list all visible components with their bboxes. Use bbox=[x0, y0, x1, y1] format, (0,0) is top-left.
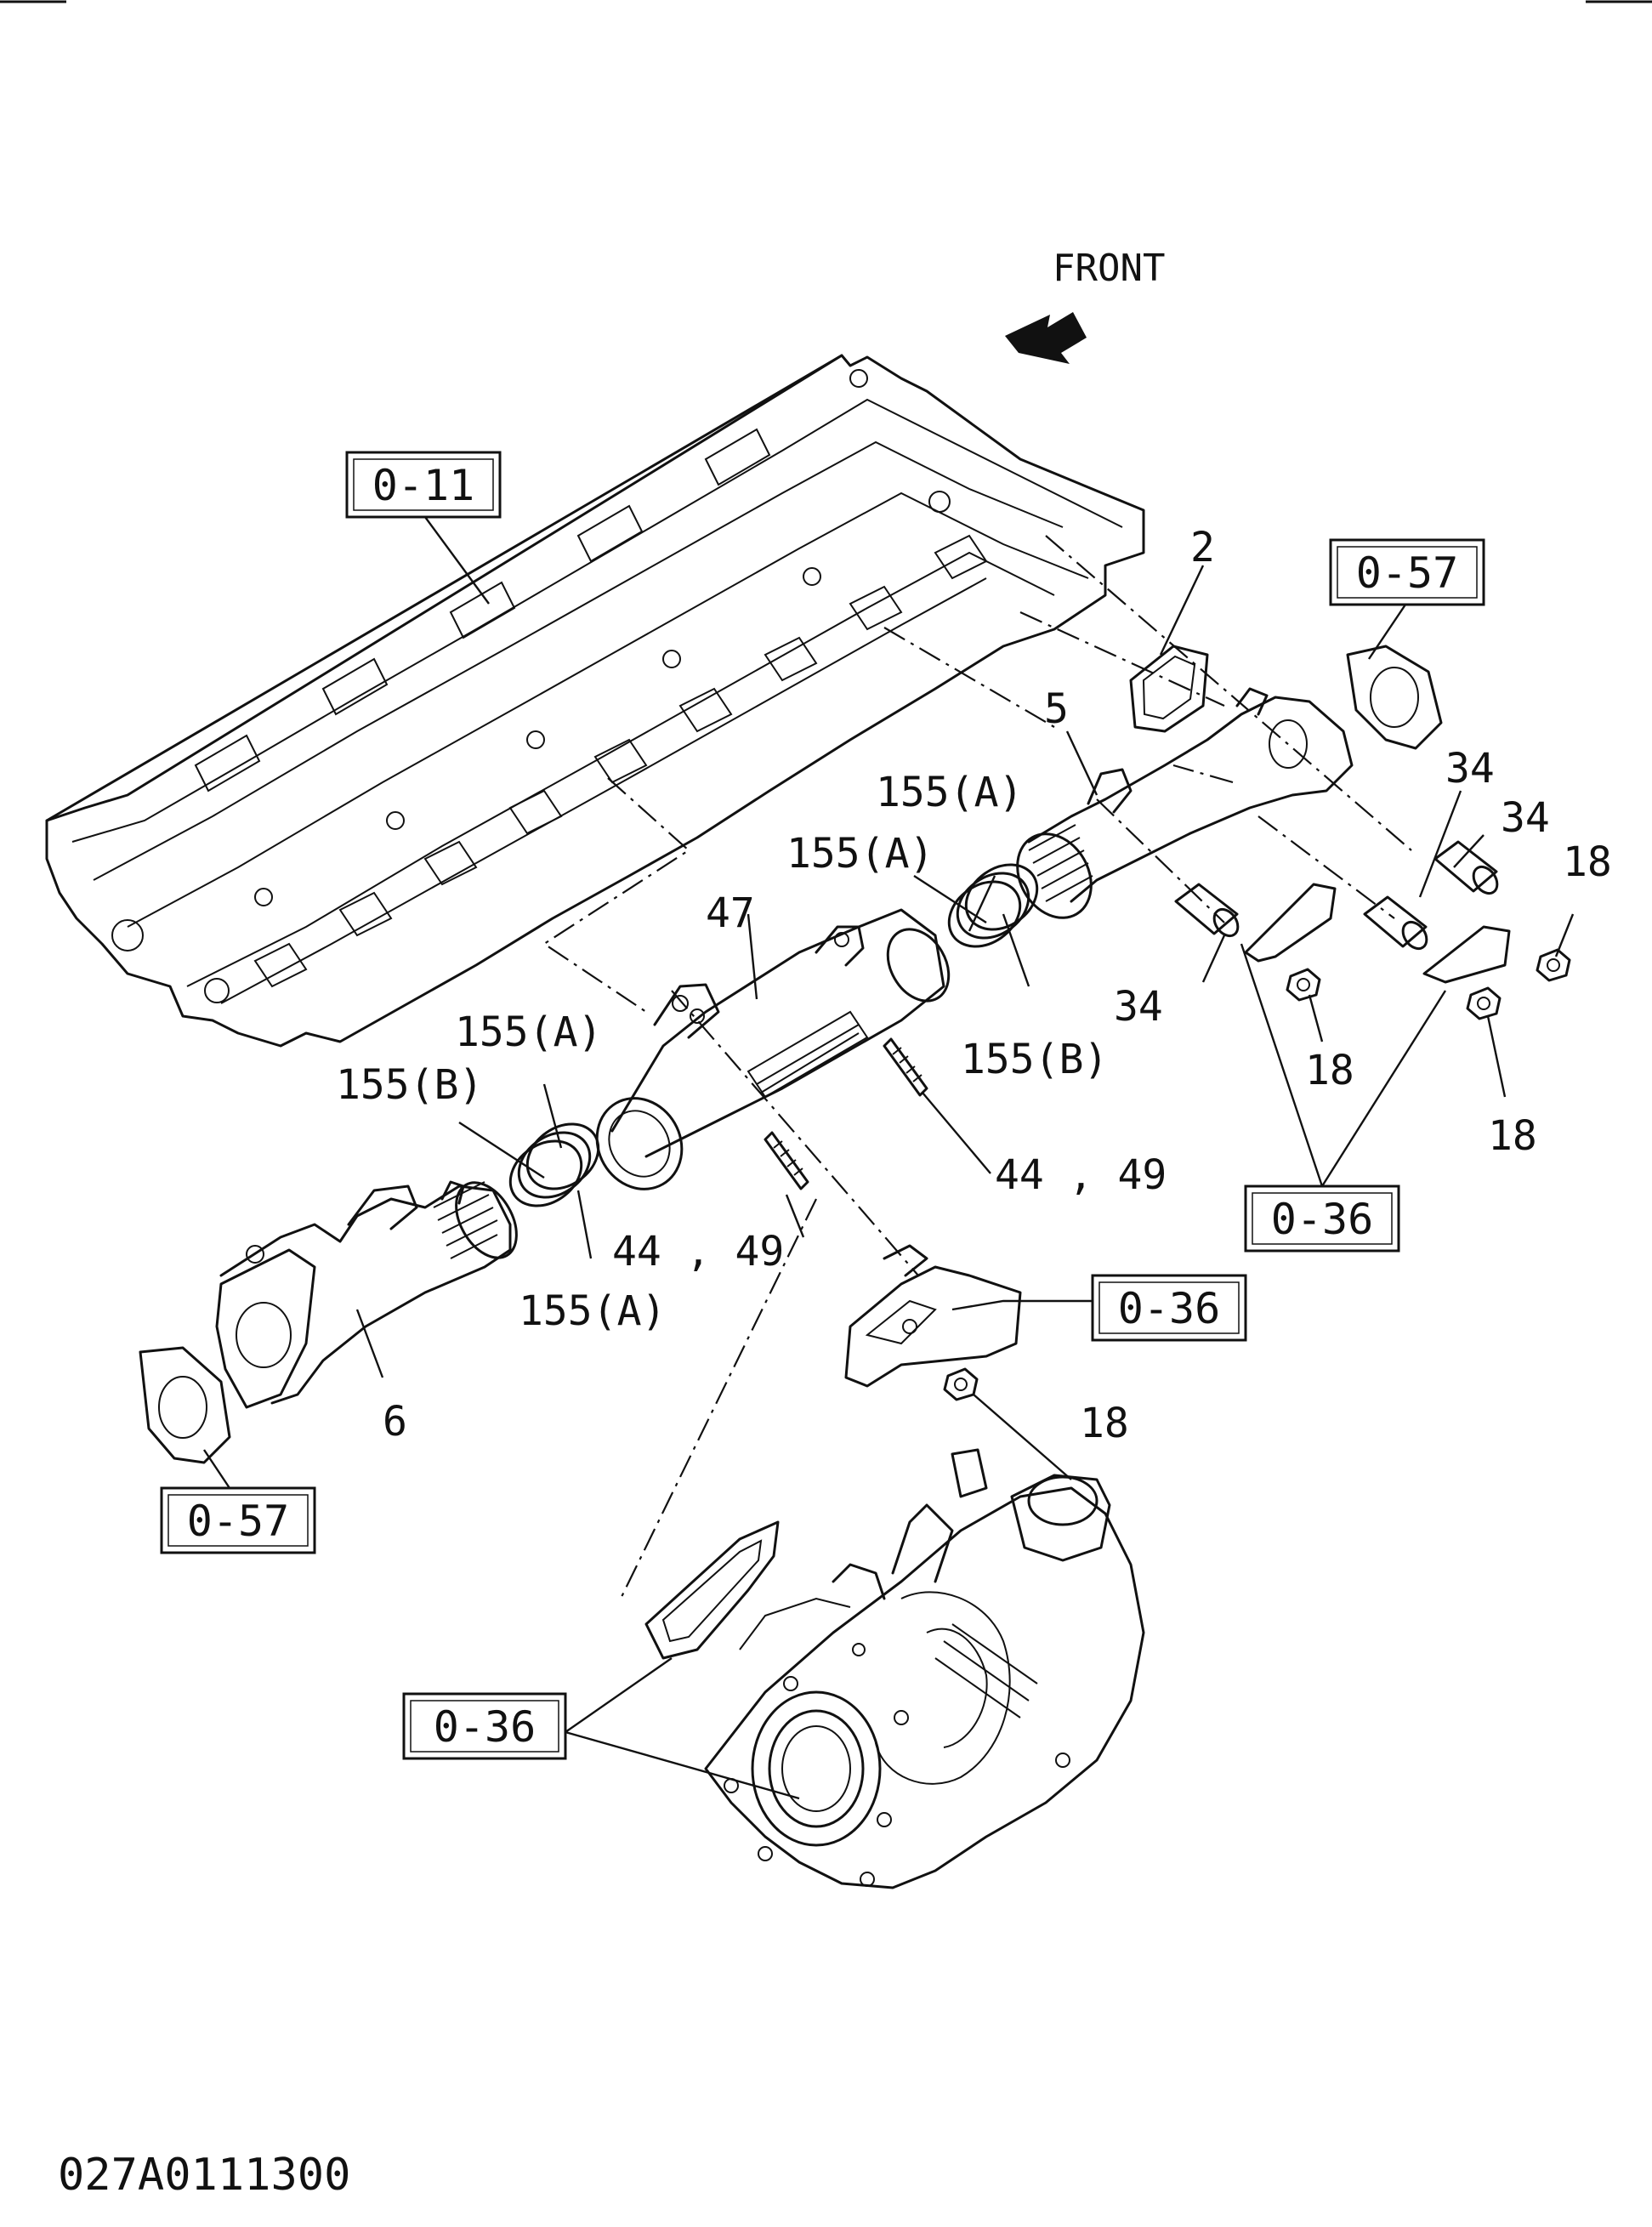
turbocharger bbox=[704, 1448, 1145, 1889]
callout-34-c: 34 bbox=[1114, 983, 1163, 1031]
alignment-lines bbox=[542, 535, 1412, 1599]
callout-34-a: 34 bbox=[1445, 745, 1495, 793]
svg-text:0-11: 0-11 bbox=[372, 461, 474, 510]
sleeve-34-c bbox=[1433, 840, 1499, 895]
ref-box-0-36-mid: 0-36 bbox=[1091, 1274, 1247, 1342]
callout-5: 5 bbox=[1044, 685, 1069, 733]
leader-lines bbox=[203, 516, 1575, 1800]
svg-text:0-36: 0-36 bbox=[1118, 1284, 1220, 1333]
callout-18-c: 18 bbox=[1488, 1112, 1537, 1160]
svg-text:0-36: 0-36 bbox=[1271, 1195, 1373, 1244]
bracket-right-a bbox=[1244, 883, 1337, 963]
callout-155a-2: 155(A) bbox=[786, 830, 934, 878]
drawing-number: 027A0111300 bbox=[58, 2150, 350, 2201]
ref-box-0-36-bottom: 0-36 bbox=[402, 1692, 567, 1760]
callout-44-49-b: 44 , 49 bbox=[612, 1228, 784, 1275]
callout-18-a: 18 bbox=[1563, 838, 1612, 886]
nut-18-b bbox=[1466, 986, 1502, 1020]
nut-18-c bbox=[1536, 948, 1571, 982]
svg-text:0-57: 0-57 bbox=[1356, 548, 1458, 598]
callout-44-49-a: 44 , 49 bbox=[995, 1151, 1167, 1199]
callout-18-b: 18 bbox=[1305, 1047, 1354, 1094]
callout-34-b: 34 bbox=[1501, 794, 1550, 842]
ref-box-0-57-bottom: 0-57 bbox=[160, 1486, 316, 1554]
svg-text:0-57: 0-57 bbox=[187, 1497, 289, 1546]
callout-155a-4: 155(A) bbox=[519, 1287, 666, 1335]
flange-gasket-bottom bbox=[139, 1346, 231, 1464]
callout-6: 6 bbox=[383, 1398, 407, 1446]
callout-47: 47 bbox=[706, 889, 755, 937]
callout-155a-3: 155(A) bbox=[455, 1008, 602, 1056]
sleeve-34-b bbox=[1363, 895, 1428, 951]
svg-text:0-36: 0-36 bbox=[434, 1702, 536, 1752]
callout-2: 2 bbox=[1190, 524, 1215, 571]
sleeve-34-a bbox=[1174, 883, 1240, 938]
callout-18-d: 18 bbox=[1080, 1400, 1129, 1447]
turbo-gasket bbox=[644, 1520, 780, 1660]
seal-rings-lower bbox=[508, 1122, 600, 1207]
nut-18-d bbox=[943, 1367, 979, 1401]
ref-box-0-57-top: 0-57 bbox=[1329, 538, 1485, 606]
callout-155a-1: 155(A) bbox=[876, 769, 1023, 816]
nut-18-a bbox=[1286, 968, 1321, 1002]
exhaust-pipe-6 bbox=[215, 1180, 518, 1409]
stud-44-49-b bbox=[764, 1131, 809, 1190]
exhaust-pipe-5 bbox=[1016, 687, 1354, 919]
front-label: FRONT bbox=[1053, 247, 1165, 290]
bracket-right-b bbox=[1422, 925, 1511, 984]
gasket-2 bbox=[1129, 645, 1209, 733]
ref-box-0-11: 0-11 bbox=[345, 451, 502, 519]
callout-155b-1: 155(B) bbox=[961, 1036, 1108, 1083]
bracket-middle bbox=[844, 1244, 1022, 1388]
callout-labels: 2 5 6 47 34 34 34 18 18 18 18 155(A) 155… bbox=[336, 524, 1612, 1447]
center-pipe-47 bbox=[595, 908, 951, 1190]
ref-box-0-36-right: 0-36 bbox=[1244, 1185, 1400, 1253]
stud-44-49-a bbox=[883, 1037, 928, 1097]
seal-rings-upper bbox=[947, 863, 1039, 948]
callout-155b-2: 155(B) bbox=[336, 1061, 483, 1109]
flange-gasket-top bbox=[1346, 645, 1443, 750]
cylinder-head bbox=[45, 354, 1145, 1048]
front-arrow-icon bbox=[1005, 312, 1087, 364]
